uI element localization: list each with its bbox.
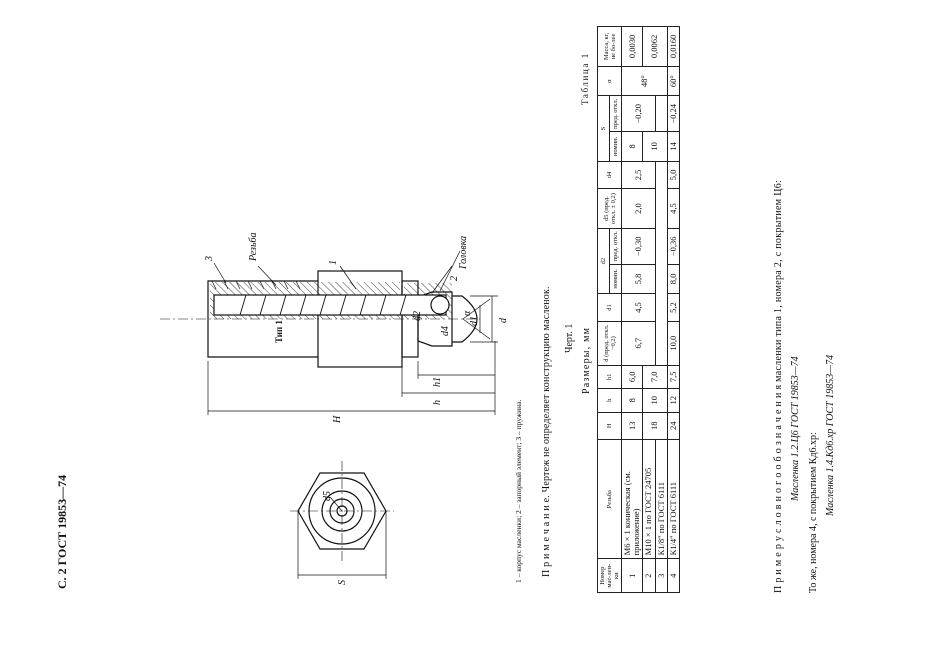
- label-H: H: [332, 415, 343, 424]
- th-d: d (пред. откл. −0,2): [597, 321, 622, 366]
- th-S: S: [597, 95, 610, 162]
- cell: 4,5: [621, 293, 656, 322]
- note: П р и м е ч а н и е. Чертеж не определяе…: [541, 286, 552, 577]
- th-number: Номер мас-лен-ки: [597, 558, 622, 593]
- cell: М10 × 1 по ГОСТ 24705: [642, 439, 656, 559]
- cell: 2,5: [621, 161, 656, 189]
- fitting-drawing: Головка 2 1 Резьба 3 d d1 d4 d2 α h1 h H…: [160, 232, 509, 585]
- th-d2: d2: [597, 228, 610, 294]
- cell: [655, 161, 668, 366]
- cell: 8: [621, 388, 643, 413]
- cell: 5,8: [621, 264, 656, 294]
- sizes-table: Номер мас-лен-ки Резьба H h h1 d (пред. …: [597, 26, 680, 593]
- table-title: Размеры, мм: [581, 326, 592, 394]
- th-alpha: α: [597, 66, 622, 96]
- cell: 10: [642, 131, 668, 162]
- example-title: П р и м е р у с л о в н о г о о б о з н …: [773, 179, 784, 593]
- th-d5: d5 (пред. откл. ± 0,2): [597, 188, 622, 229]
- side-view: [160, 270, 491, 368]
- example-text-2: То же, номера 4, с покрытием Кд6.хр:: [808, 432, 819, 593]
- cell: 1: [621, 558, 643, 593]
- cell: 6,7: [621, 321, 656, 366]
- cell: −0,36: [667, 228, 680, 265]
- cell: 5,2: [667, 293, 680, 322]
- cell: 5,0: [667, 161, 680, 189]
- th-thread: Резьба: [597, 439, 622, 559]
- th-h1: h1: [597, 365, 622, 389]
- cell: 13: [621, 412, 643, 440]
- cell: 60°: [667, 66, 680, 96]
- cell: К1/8″ по ГОСТ 6111: [655, 439, 668, 559]
- label-n2: 2: [449, 276, 460, 281]
- th-h: h: [597, 388, 622, 413]
- dimensions: [207, 250, 498, 415]
- cell: −0,24: [667, 95, 680, 132]
- label-d5: d5: [322, 491, 333, 501]
- label-d4: d4: [440, 326, 451, 336]
- label-n3: 3: [204, 256, 215, 262]
- table-row: 3 К1/8″ по ГОСТ 6111: [655, 27, 668, 593]
- table-label: Таблица 1: [580, 52, 590, 105]
- cell: К1/4″ по ГОСТ 6111: [667, 439, 680, 559]
- cell: 48°: [621, 66, 668, 96]
- cell: 8: [621, 131, 643, 162]
- end-view: [290, 461, 394, 579]
- cell: 18: [642, 412, 668, 440]
- th-mass: Масса, кг, не бо-лее: [597, 26, 622, 67]
- th-d2-dev: пред. откл.: [609, 228, 622, 265]
- th-d2-nom: номин.: [609, 264, 622, 294]
- figure-legend: 1 – корпус масленки; 2 – запорный элемен…: [514, 399, 523, 583]
- cell: 7,0: [642, 365, 668, 389]
- table-row: 4 К1/4″ по ГОСТ 6111 24 12 7,5 10,0 5,2 …: [667, 26, 680, 593]
- cell: 6,0: [621, 365, 643, 389]
- label-d2: d2: [412, 311, 423, 321]
- cell: 0,0062: [642, 26, 668, 67]
- label-golovka: Головка: [458, 236, 469, 270]
- cell: 7,5: [667, 365, 680, 389]
- cell: 2: [642, 558, 656, 593]
- label-h1: h1: [432, 377, 443, 387]
- cell: −0,20: [621, 95, 656, 132]
- cell: 4: [667, 558, 680, 593]
- cell: М6 × 1 коническая (см. приложение): [621, 439, 643, 559]
- label-alpha: α: [462, 310, 473, 316]
- example-designation-1: Масленка 1.2.Ц6 ГОСТ 19853—74: [790, 356, 801, 501]
- label-h: h: [432, 400, 443, 405]
- th-d1: d1: [597, 293, 622, 322]
- cell: 10,0: [667, 321, 680, 366]
- cell: 4,5: [667, 188, 680, 229]
- figure-caption: Черт. 1: [564, 323, 575, 353]
- label-d1: d1: [469, 316, 480, 326]
- label-n1: 1: [328, 260, 339, 265]
- cell: 0,0160: [667, 26, 680, 67]
- cell: −0,30: [621, 228, 656, 265]
- cell: 8,0: [667, 264, 680, 294]
- cell: 24: [667, 412, 680, 440]
- label-rezba: Резьба: [248, 232, 259, 262]
- cell: 2,0: [621, 188, 656, 229]
- label-S: S: [337, 580, 348, 585]
- cell: 12: [667, 388, 680, 413]
- table-row: 1 М6 × 1 коническая (см. приложение) 13 …: [621, 26, 668, 593]
- th-S-nom: номин.: [609, 131, 622, 162]
- th-S-dev: пред. откл.: [609, 95, 622, 132]
- th-H: H: [597, 412, 622, 440]
- cell: 10: [642, 388, 668, 413]
- example-designation-2: Масленка 1.4.Кд6.хр ГОСТ 19853—74: [825, 354, 836, 516]
- cell: 3: [655, 558, 668, 593]
- label-d: d: [498, 317, 509, 323]
- th-d4: d4: [597, 161, 622, 189]
- cell: 14: [667, 131, 680, 162]
- cell: 0,0030: [621, 26, 643, 67]
